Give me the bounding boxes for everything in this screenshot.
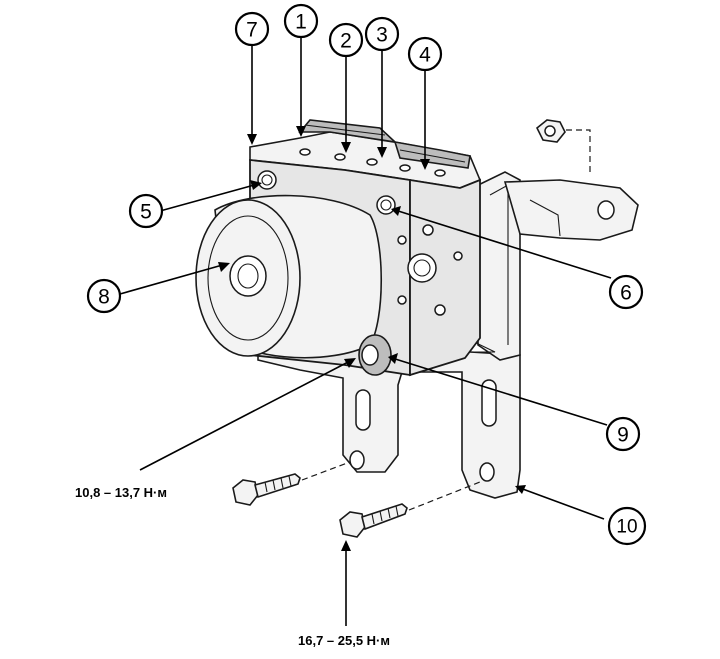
- svg-text:8: 8: [98, 286, 110, 309]
- leader-lines: [119, 38, 612, 626]
- callout-4: 4: [407, 36, 443, 72]
- callout-7: 7: [234, 11, 270, 47]
- svg-text:3: 3: [376, 24, 388, 47]
- svg-text:9: 9: [617, 424, 629, 447]
- torque-spec-upper: 10,8 – 13,7 Н·м: [75, 485, 167, 500]
- pump-motor: [195, 194, 383, 359]
- mounting-bushing: [358, 334, 392, 376]
- svg-text:7: 7: [246, 19, 258, 42]
- arrowheads: [218, 126, 526, 551]
- svg-text:10: 10: [616, 517, 637, 538]
- mounting-bracket: [257, 171, 639, 499]
- torque-spec-lower: 16,7 – 25,5 Н·м: [298, 633, 390, 648]
- lower-bolt: [339, 481, 481, 538]
- upper-bolt: [232, 461, 351, 506]
- svg-text:1: 1: [295, 11, 307, 34]
- callout-10: 10: [607, 506, 647, 546]
- callout-9: 9: [605, 416, 641, 452]
- callout-3: 3: [364, 16, 400, 52]
- callout-6: 6: [608, 274, 644, 310]
- callout-2: 2: [328, 22, 364, 58]
- callout-1: 1: [283, 3, 319, 39]
- nut: [535, 119, 591, 176]
- svg-text:6: 6: [620, 282, 632, 305]
- callout-8: 8: [86, 278, 122, 314]
- callout-5: 5: [128, 193, 164, 229]
- svg-text:5: 5: [140, 201, 152, 224]
- svg-text:4: 4: [419, 44, 431, 67]
- svg-text:2: 2: [340, 30, 352, 53]
